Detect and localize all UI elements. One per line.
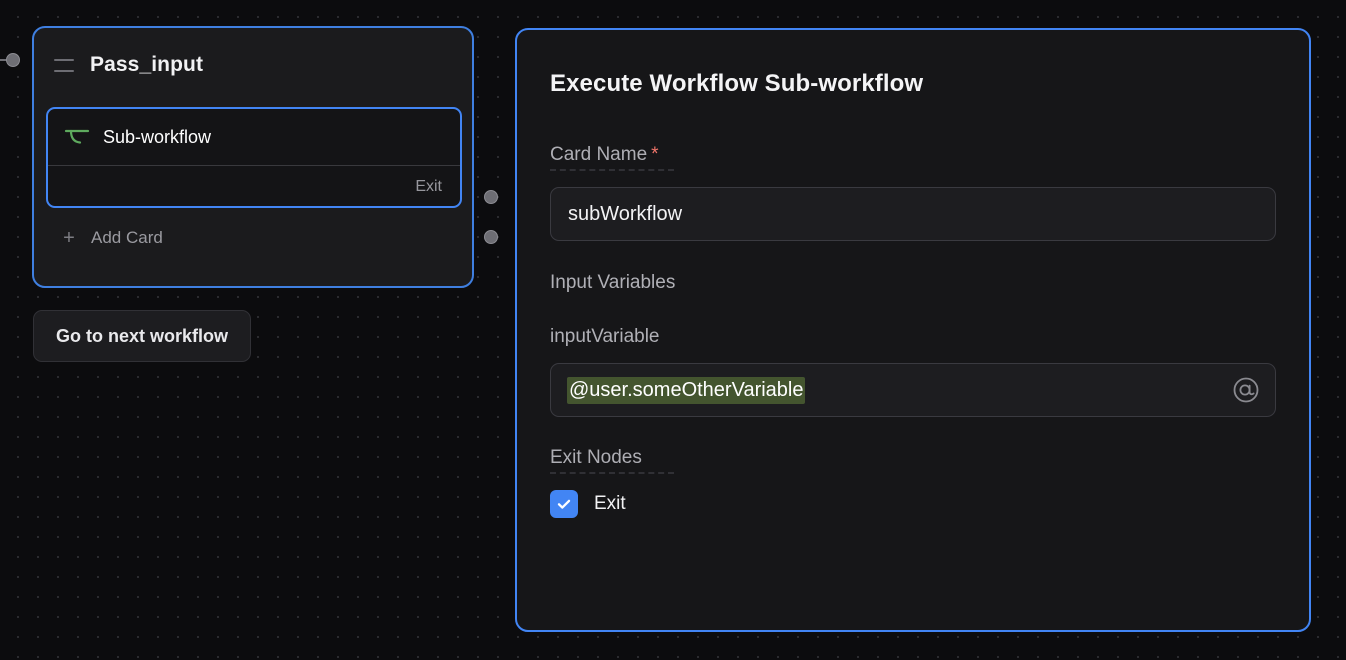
card-name-label-text: Card Name <box>550 144 648 165</box>
output-connector-handle-1[interactable] <box>484 190 498 204</box>
required-asterisk: * <box>651 144 659 165</box>
panel-title: Execute Workflow Sub-workflow <box>550 70 924 97</box>
card-main-row[interactable]: Sub-workflow <box>48 109 460 165</box>
sub-workflow-icon <box>64 129 90 144</box>
input-connector-line <box>0 59 10 61</box>
exit-checkbox[interactable] <box>550 490 578 518</box>
exit-nodes-underline <box>550 472 674 474</box>
card-sub-workflow[interactable]: Sub-workflow Exit <box>46 107 462 208</box>
variable-token: @user.someOtherVariable <box>567 376 806 404</box>
card-exit-row[interactable]: Exit <box>48 166 460 206</box>
at-icon[interactable] <box>1231 375 1261 405</box>
output-connector-handle-2[interactable] <box>484 230 498 244</box>
card-name-input[interactable] <box>550 187 1276 241</box>
card-label: Sub-workflow <box>103 126 212 147</box>
go-to-next-workflow-button[interactable]: Go to next workflow <box>33 310 252 362</box>
card-name-underline <box>550 169 674 171</box>
input-variable-name-label: inputVariable <box>550 326 660 347</box>
add-card-label: Add Card <box>91 228 163 247</box>
card-exit-label: Exit <box>415 178 442 195</box>
exit-checkbox-label: Exit <box>594 493 626 514</box>
exit-node-row[interactable]: Exit <box>550 490 1276 518</box>
input-variables-heading: Input Variables <box>550 272 676 293</box>
input-variable-value-field[interactable]: @user.someOtherVariable <box>550 363 1276 417</box>
node-detail-panel: Execute Workflow Sub-workflow Card Name*… <box>515 28 1311 632</box>
workflow-node-pass-input[interactable]: Pass_input Sub-workflow Exit + Add Card <box>32 26 474 288</box>
card-name-label: Card Name* <box>550 144 1276 166</box>
add-card-button[interactable]: + Add Card <box>46 220 179 256</box>
node-title: Pass_input <box>90 53 204 76</box>
check-icon <box>557 499 571 509</box>
hamburger-icon[interactable] <box>54 58 74 72</box>
exit-nodes-heading: Exit Nodes <box>550 447 642 468</box>
plus-icon: + <box>63 227 75 249</box>
card-divider <box>48 165 460 166</box>
node-header: Pass_input <box>34 28 472 84</box>
input-connector-handle[interactable] <box>6 53 20 67</box>
